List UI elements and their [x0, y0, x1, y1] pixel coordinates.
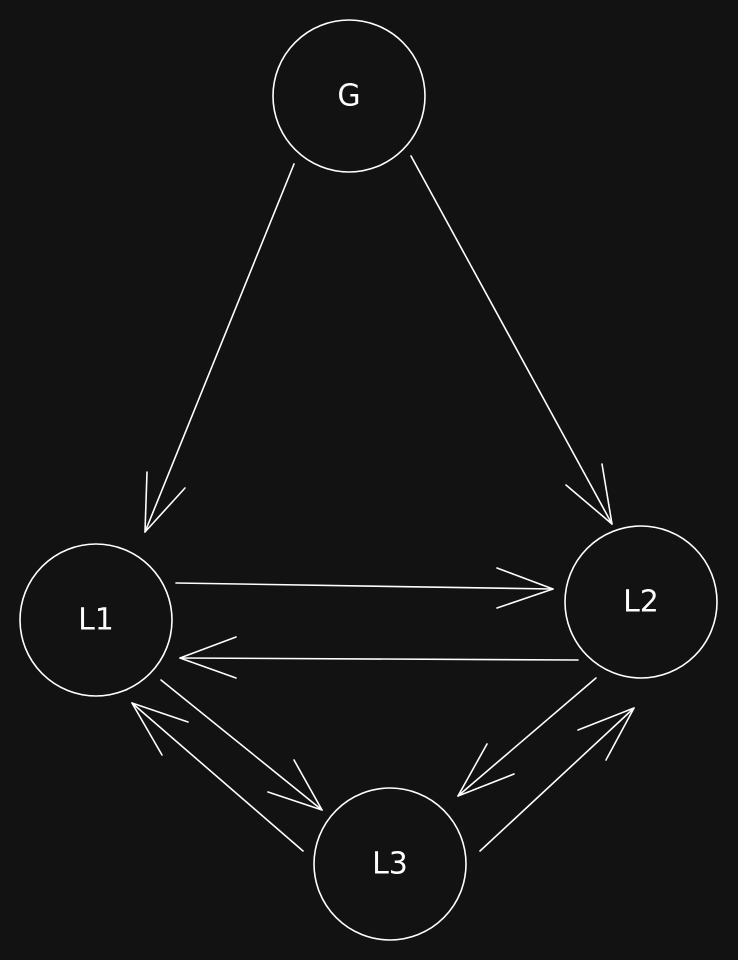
edge-l1-to-l2	[175, 567, 554, 609]
edge-l2-to-l3	[457, 677, 597, 797]
edge-l1-to-l3-arrowhead	[267, 759, 323, 811]
edge-l3-to-l1-line	[131, 702, 304, 852]
edge-l3-to-l1	[131, 702, 304, 852]
edge-g-to-l2-line	[410, 155, 613, 525]
edge-l2-to-l1-arrowhead	[179, 636, 237, 679]
edge-g-to-l1-arrowhead	[144, 471, 186, 533]
edge-g-to-l1	[144, 163, 295, 533]
edge-l1-to-l2-arrowhead	[496, 567, 554, 609]
node-l2-label: L2	[623, 585, 659, 620]
node-l2-circle	[564, 525, 718, 679]
node-l3-circle	[313, 787, 467, 941]
edge-g-to-l2	[410, 155, 613, 525]
edge-l3-to-l2-line	[479, 707, 635, 852]
edge-l3-to-l2-arrowhead	[577, 707, 635, 761]
node-g-circle	[272, 19, 426, 173]
edge-g-to-l2-arrowhead	[565, 463, 613, 525]
edge-l1-to-l3-line	[160, 679, 323, 811]
edge-l2-to-l3-arrowhead	[457, 743, 515, 797]
edge-l3-to-l2	[479, 707, 635, 852]
edge-l2-to-l1-line	[179, 657, 579, 661]
node-l1-circle	[19, 543, 173, 697]
node-l1-label: L1	[78, 603, 114, 638]
node-l3-label: L3	[372, 847, 408, 882]
edge-l1-to-l3	[160, 679, 323, 811]
edge-l1-to-l2-line	[175, 582, 554, 590]
edge-l2-to-l1	[179, 636, 579, 679]
edge-l3-to-l1-arrowhead	[131, 702, 189, 756]
node-g[interactable]: G	[272, 19, 426, 173]
node-l3[interactable]: L3	[313, 787, 467, 941]
edge-l2-to-l3-line	[457, 677, 597, 797]
node-l1[interactable]: L1	[19, 543, 173, 697]
edge-g-to-l1-line	[144, 163, 295, 533]
node-g-label: G	[337, 79, 360, 114]
node-l2[interactable]: L2	[564, 525, 718, 679]
